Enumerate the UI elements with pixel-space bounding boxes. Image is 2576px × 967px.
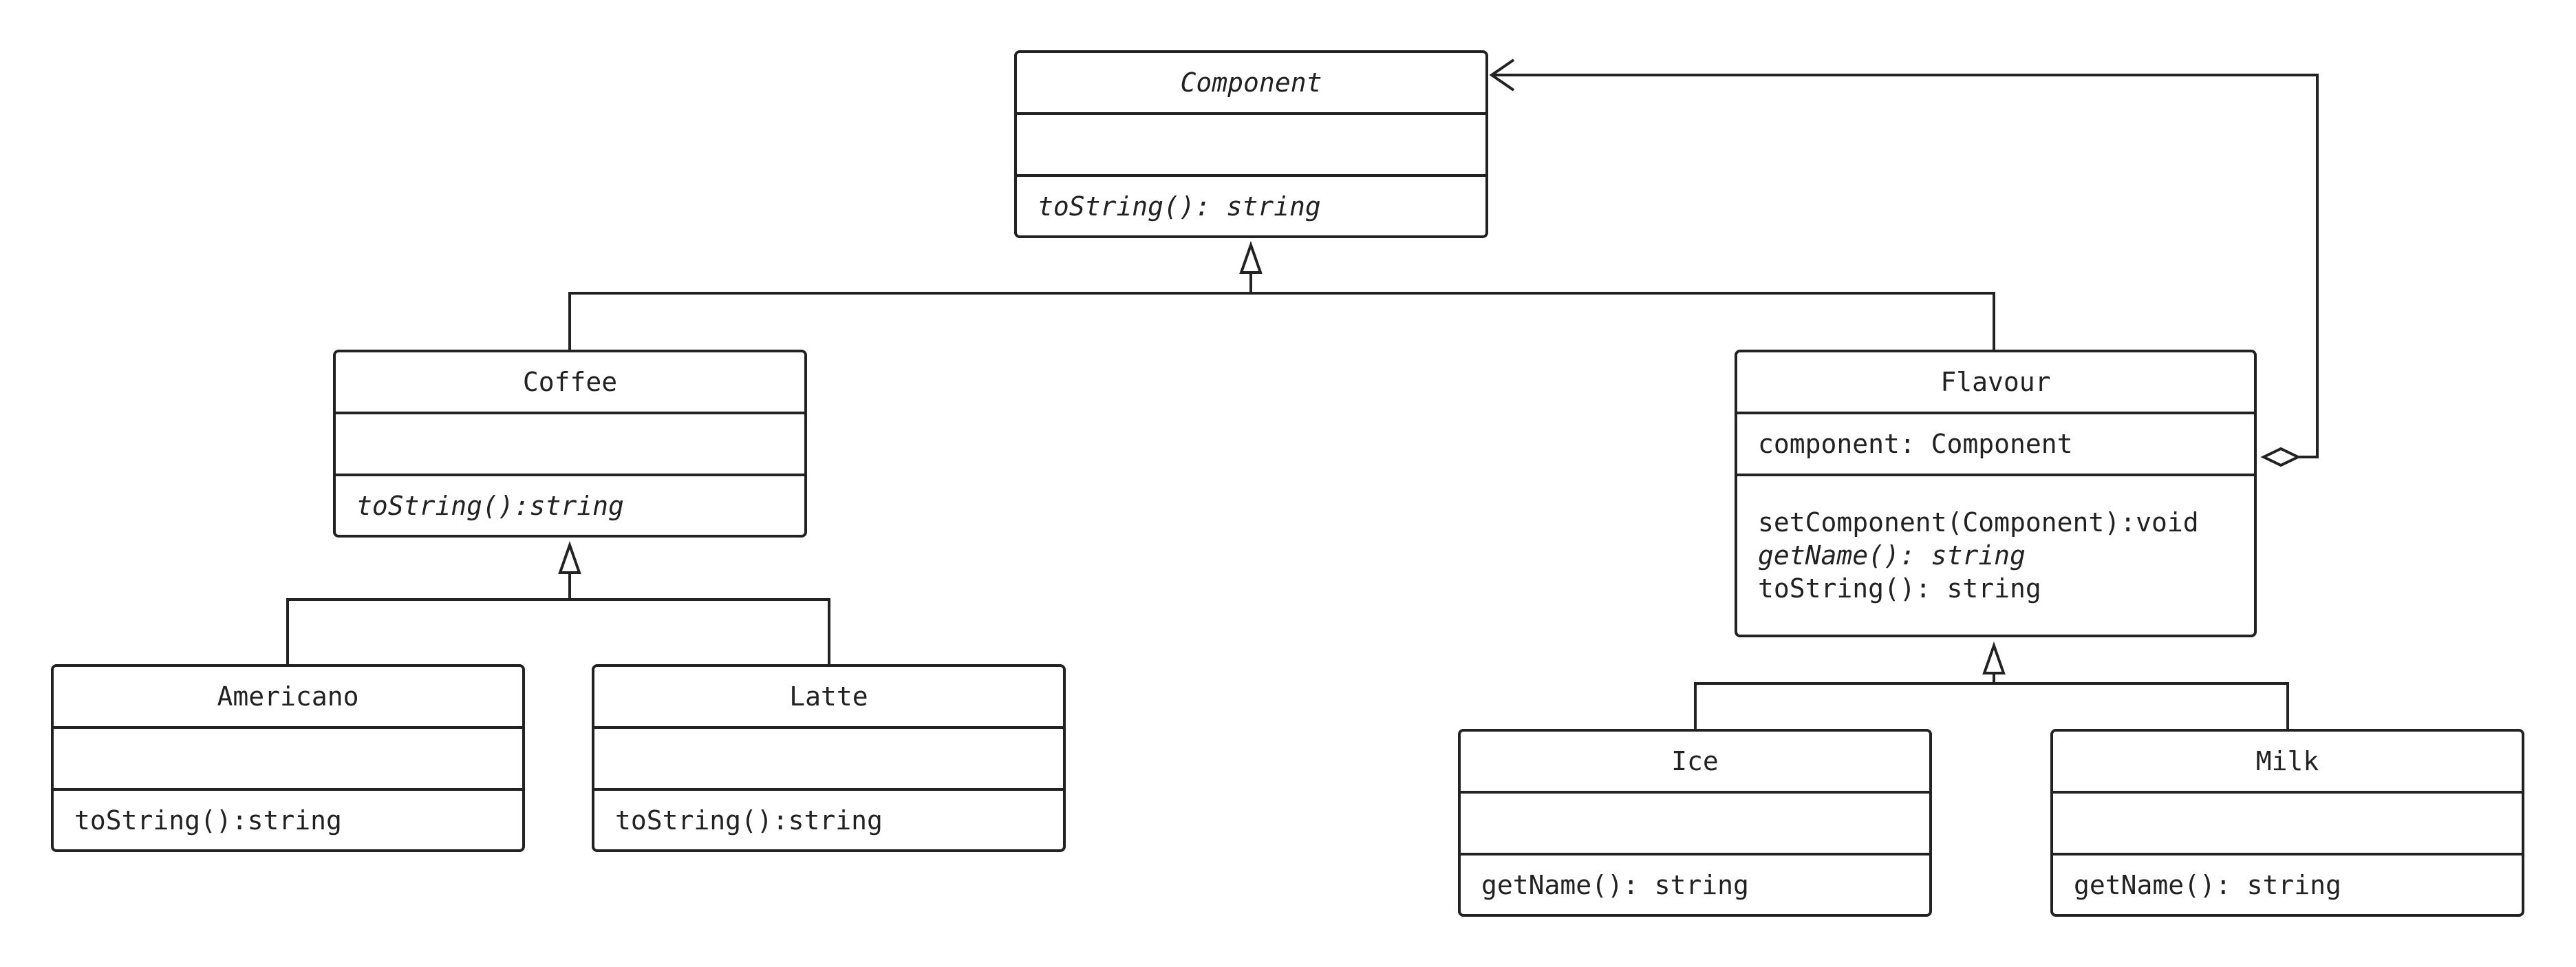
- class-milk[interactable]: Milk getName(): string: [2050, 729, 2524, 917]
- class-coffee[interactable]: Coffee toString():string: [333, 350, 807, 538]
- generalization-arrowhead-coffee: [558, 540, 581, 574]
- class-ice[interactable]: Ice getName(): string: [1458, 729, 1932, 917]
- operation-getname: getName(): string: [1481, 869, 1749, 900]
- operation-tostring: toString(): string: [1758, 573, 2041, 604]
- generalization-milk-flavour: [1994, 682, 2289, 729]
- class-latte-attributes: [594, 729, 1063, 791]
- class-component[interactable]: Component toString(): string: [1014, 50, 1488, 238]
- class-coffee-operations: toString():string: [336, 476, 804, 535]
- class-coffee-name: Coffee: [336, 352, 804, 414]
- class-latte-operations: toString():string: [594, 791, 1063, 849]
- generalization-ice-flavour: [1694, 682, 1994, 729]
- class-americano-name: Americano: [54, 667, 522, 729]
- class-coffee-attributes: [336, 414, 804, 476]
- class-milk-name: Milk: [2053, 732, 2522, 794]
- aggregation-open-arrowhead: [1489, 59, 1515, 92]
- class-component-operations: toString(): string: [1017, 177, 1485, 235]
- generalization-americano-coffee: [286, 598, 570, 664]
- aggregation-diamond: [2260, 447, 2301, 467]
- operation-getname: getName(): string: [1758, 540, 2026, 571]
- attribute-component: component: Component: [1758, 429, 2073, 459]
- class-americano[interactable]: Americano toString():string: [51, 664, 525, 852]
- operation-tostring: toString():string: [356, 490, 624, 521]
- class-latte-name: Latte: [594, 667, 1063, 729]
- generalization-latte-coffee: [570, 598, 830, 664]
- generalization-arrowhead-flavour: [1982, 641, 2006, 674]
- class-milk-operations: getName(): string: [2053, 856, 2522, 914]
- class-milk-attributes: [2053, 794, 2522, 856]
- class-flavour-name: Flavour: [1737, 352, 2254, 414]
- generalization-flavour-component: [1251, 292, 1995, 350]
- class-flavour[interactable]: Flavour component: Component setComponen…: [1735, 350, 2257, 637]
- class-ice-name: Ice: [1461, 732, 1929, 794]
- class-flavour-attributes: component: Component: [1737, 414, 2254, 476]
- aggregation-line: [1492, 74, 2319, 458]
- operation-tostring: toString():string: [615, 805, 883, 836]
- class-flavour-operations: setComponent(Component):void getName(): …: [1737, 476, 2254, 635]
- class-ice-attributes: [1461, 794, 1929, 856]
- class-component-name: Component: [1017, 53, 1485, 115]
- operation-tostring: toString():string: [74, 805, 342, 836]
- class-latte[interactable]: Latte toString():string: [592, 664, 1066, 852]
- class-americano-operations: toString():string: [54, 791, 522, 849]
- operation-tostring: toString(): string: [1038, 191, 1321, 222]
- class-americano-attributes: [54, 729, 522, 791]
- generalization-arrowhead-component: [1239, 240, 1263, 274]
- class-ice-operations: getName(): string: [1461, 856, 1929, 914]
- class-component-attributes: [1017, 115, 1485, 177]
- generalization-coffee-component: [568, 292, 1251, 350]
- operation-setcomponent: setComponent(Component):void: [1758, 507, 2199, 538]
- operation-getname: getName(): string: [2074, 869, 2341, 900]
